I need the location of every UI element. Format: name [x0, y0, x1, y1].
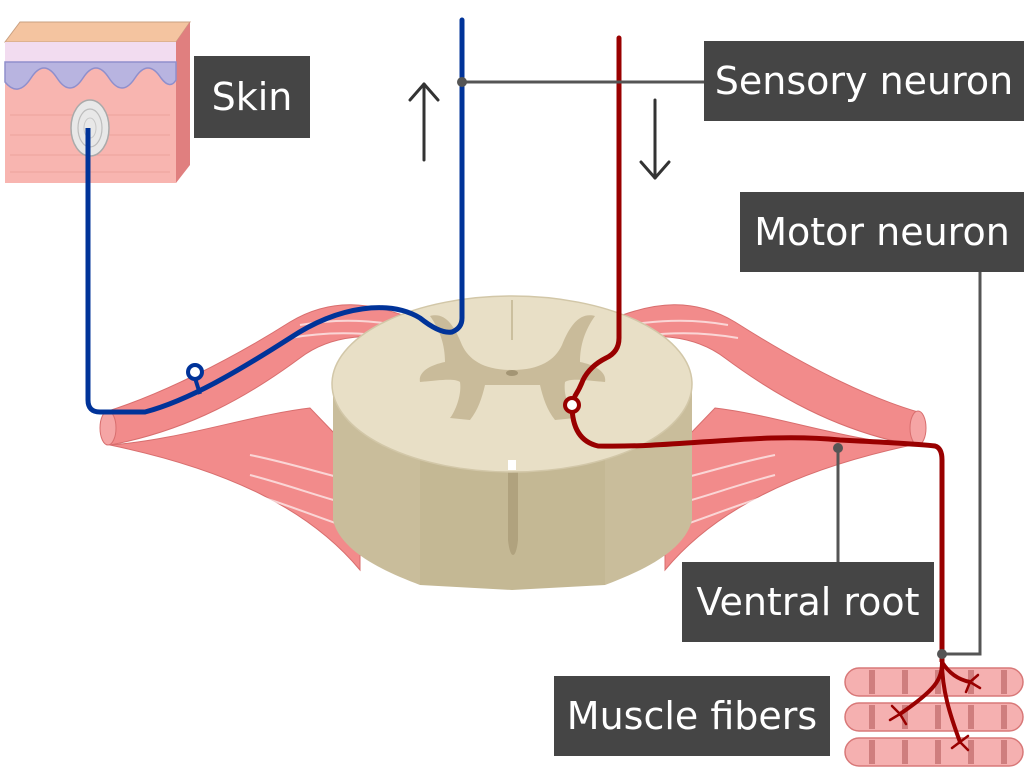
muscle-fiber-3 [844, 737, 1024, 767]
sensory-neuron-label-text: Sensory neuron [714, 59, 1014, 103]
motor-neuron-path [563, 35, 982, 752]
muscle-fiber-1 [844, 667, 1024, 697]
motor-neuron-label-text: Motor neuron [754, 210, 1010, 254]
skin-label-text: Skin [211, 75, 293, 119]
skin-label: Skin [194, 56, 310, 138]
spinal-cord [331, 295, 693, 590]
arrow-down-icon [639, 98, 671, 180]
sensory-cell-body [186, 363, 204, 381]
ventral-root-leader-dot [833, 443, 843, 453]
muscle-fibers-label: Muscle fibers [554, 676, 830, 756]
sensory-neuron-label: Sensory neuron [704, 41, 1024, 121]
muscle-fibers-label-text: Muscle fibers [566, 694, 818, 738]
skin-block [4, 21, 191, 183]
motor-neuron-label: Motor neuron [740, 192, 1024, 272]
motor-leader [942, 270, 982, 656]
ventral-root-label-text: Ventral root [696, 580, 920, 624]
motor-cell-body [563, 396, 581, 414]
muscle-fibers-bundle [844, 667, 1024, 767]
ventral-root-label: Ventral root [682, 562, 934, 642]
muscle-fiber-2 [844, 702, 1024, 732]
arrow-up-icon [408, 82, 440, 162]
sensory-leader-dot [457, 77, 467, 87]
motor-leader-dot [937, 649, 947, 659]
motor-nerve-terminals [898, 660, 972, 744]
sensory-neuron-path [85, 17, 465, 415]
leader-lines [462, 80, 982, 656]
